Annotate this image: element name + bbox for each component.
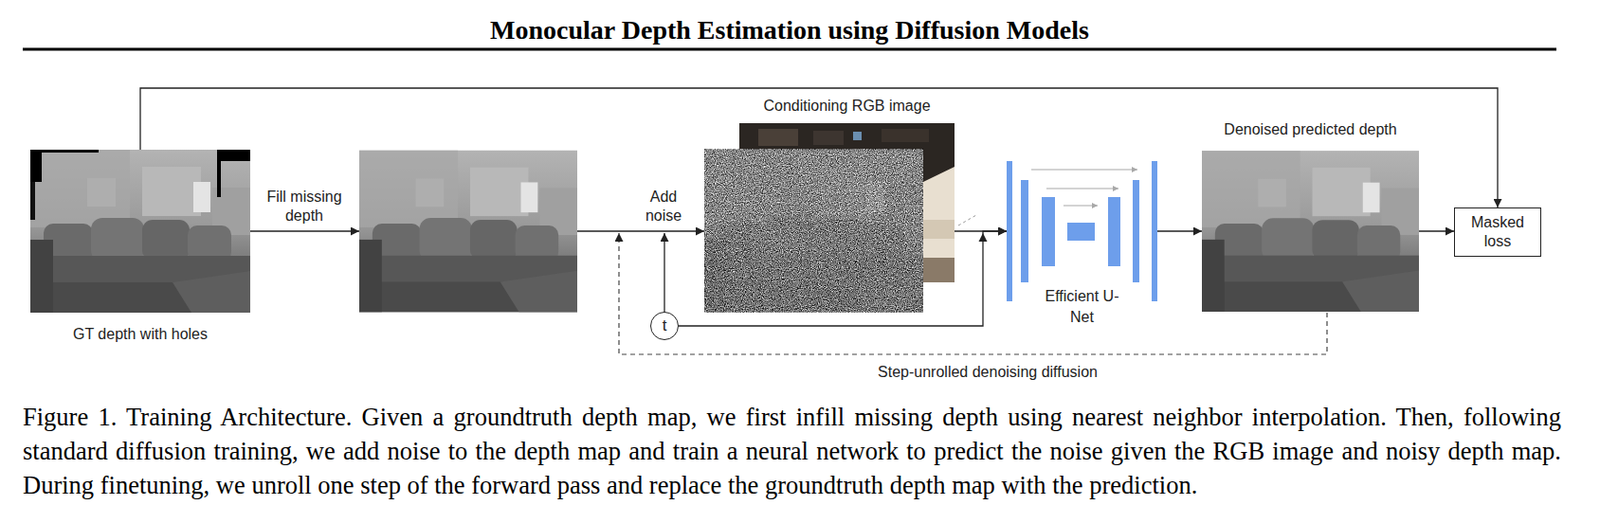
- noisy-depth-image: [704, 148, 924, 313]
- flow-connector: [1418, 230, 1455, 232]
- unet-symbol: [1006, 161, 1158, 302]
- title-rule: [22, 48, 1557, 52]
- node-label: t: [662, 316, 668, 336]
- node-label: Efficient U-Net: [1044, 286, 1121, 328]
- figure-caption: Figure 1. Training Architecture. Given a…: [22, 400, 1562, 503]
- node-label: Masked loss: [1463, 213, 1532, 252]
- panel-heading: Denoised predicted depth: [1223, 120, 1397, 140]
- filled-depth-image: [359, 150, 578, 313]
- flow-label: Step-unrolled denoising diffusion: [877, 363, 1098, 382]
- figure-title: Monocular Depth Estimation using Diffusi…: [22, 13, 1557, 48]
- denoised-depth-image: [1201, 150, 1419, 312]
- gt-depth-image: [30, 149, 251, 313]
- skip-connection: [1031, 169, 1138, 206]
- depth-image-panel: Denoised predicted depth: [1201, 149, 1419, 313]
- flow-label: Fill missing depth: [256, 187, 352, 226]
- depth-image-panel: GT depth with holes: [30, 149, 251, 313]
- flow-label: Add noise: [635, 187, 692, 226]
- unroll-dashed-loop: [618, 233, 1328, 355]
- loss-box: Masked loss: [1454, 207, 1542, 257]
- rgb-image-panel: Conditioning RGB image: [739, 123, 955, 283]
- panel-heading: GT depth with holes: [72, 325, 208, 345]
- flow-connector: [140, 88, 1498, 208]
- timestep-circle: t: [650, 311, 679, 341]
- flow-connector: [678, 231, 1007, 327]
- unet-block: Efficient U-Net: [1006, 161, 1158, 328]
- stack-hint: [958, 215, 977, 226]
- flow-connector: [1157, 230, 1202, 232]
- panel-heading: Conditioning RGB image: [763, 96, 930, 116]
- flow-arrow: [250, 231, 705, 313]
